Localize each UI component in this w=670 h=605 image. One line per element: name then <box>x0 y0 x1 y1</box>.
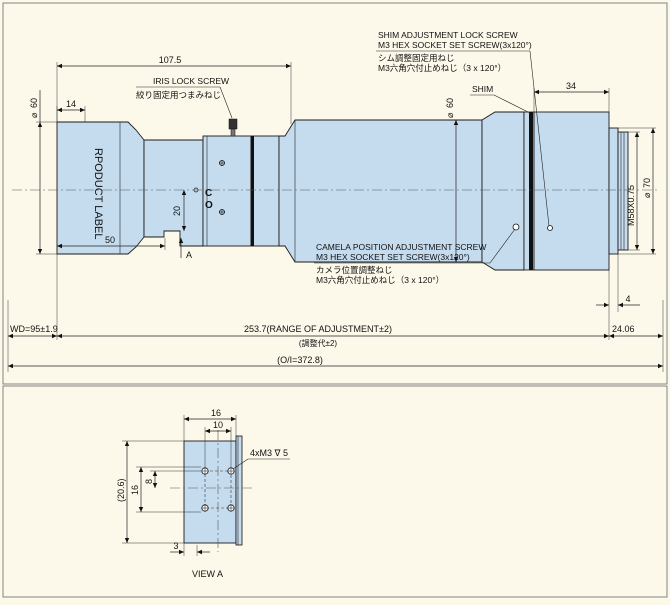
view-a-flange <box>235 435 243 546</box>
dim-overall-length: 107.5 <box>159 55 182 65</box>
main-view-frame <box>2 2 668 385</box>
dim-rear-diameter: 60 <box>445 98 455 108</box>
shim-lock-screw-spec: M3 HEX SOCKET SET SCREW(3x120°) <box>378 40 532 50</box>
dim-flange-back: 24.06 <box>612 324 635 334</box>
iris-lock-screw-label: IRIS LOCK SCREW <box>153 76 229 86</box>
camera-screw-spec-jp: M3六角穴付止めねじ（3 x 120°） <box>316 275 444 285</box>
view-a-title: VIEW A <box>192 569 223 579</box>
dim-front-diameter: 60 <box>29 98 39 108</box>
dim-adjust-range: 253.7(RANGE OF ADJUSTMENT±2) <box>244 324 392 334</box>
c-mark: C <box>205 188 212 199</box>
view-a: 16 10 4xM3 ∇ 5 (20.6) 16 8 3 VIEW A <box>116 408 290 579</box>
iris-lock-screw-label-jp: 絞り固定用つまみねじ <box>136 90 221 100</box>
shim-lock-screw-label-jp: シム調整固定用ねじ <box>378 53 455 63</box>
dim-mount-thread: M58X0.75 <box>626 185 636 226</box>
mid-ring <box>250 135 280 247</box>
main-dimensions: 107.5 14 ⌀ 60 50 20 A ⌀ 60 34 <box>7 55 664 372</box>
view-a-dim-height-mid: 16 <box>130 485 140 495</box>
view-a-dim-offset: 3 <box>173 541 178 551</box>
view-a-holes <box>201 467 235 512</box>
view-a-screw-note: 4xM3 ∇ 5 <box>250 448 288 458</box>
dim-front-length: 14 <box>66 99 76 109</box>
shim-label: SHIM <box>472 84 493 94</box>
dim-shim-offset: 34 <box>566 81 576 91</box>
camera-screw-spec: M3 HEX SOCKET SET SCREW(3x120°) <box>316 252 470 262</box>
svg-text:⌀: ⌀ <box>642 192 652 198</box>
shim-lock-screw-spec-jp: M3六角穴付止めねじ（3 x 120°） <box>378 63 506 73</box>
view-a-dim-height-outer: (20.6) <box>116 478 126 502</box>
view-a-block <box>183 440 237 544</box>
camera-adjust-screw <box>512 223 520 231</box>
callouts: IRIS LOCK SCREW 絞り固定用つまみねじ SHIM ADJUSTME… <box>136 30 550 285</box>
mount-flange <box>608 127 619 255</box>
neck-section <box>143 139 204 247</box>
dim-iris-offset: 50 <box>105 235 115 245</box>
shim-block <box>533 111 610 271</box>
camera-screw-label-jp: カメラ位置調整ねじ <box>316 265 393 275</box>
dim-height-20: 20 <box>172 206 182 216</box>
product-label: RPODUCT LABEL <box>92 148 104 240</box>
view-a-frame <box>2 385 668 598</box>
o-mark: O <box>205 200 213 211</box>
dim-mount-flange: 4 <box>625 294 630 304</box>
view-a-dim-height-inner: 8 <box>144 479 154 484</box>
view-a-dim-width-inner: 10 <box>213 420 223 430</box>
shim-lock-screw <box>547 225 553 231</box>
svg-text:⌀: ⌀ <box>445 112 455 118</box>
lens-body: C O RPODUCT LABEL <box>56 111 629 271</box>
mount-thread <box>617 131 629 251</box>
shim-lock-screw-label: SHIM ADJUSTMENT LOCK SCREW <box>378 30 518 40</box>
view-a-dim-width-outer: 16 <box>211 408 221 418</box>
cone-section <box>481 111 525 271</box>
rear-tube <box>278 119 483 263</box>
dim-adjust-range-jp: (調整代±2) <box>299 338 338 348</box>
dim-total-length: (O/I=372.8) <box>277 355 323 365</box>
dim-mount-diameter: 70 <box>642 178 652 188</box>
view-a-arrow-label: A <box>186 250 192 260</box>
camera-screw-label: CAMELA POSITION ADJUSTMENT SCREW <box>316 242 486 252</box>
dim-working-distance: WD=95±1.9 <box>10 324 58 334</box>
svg-text:⌀: ⌀ <box>29 112 39 118</box>
iris-lock-screw-head <box>228 118 238 130</box>
